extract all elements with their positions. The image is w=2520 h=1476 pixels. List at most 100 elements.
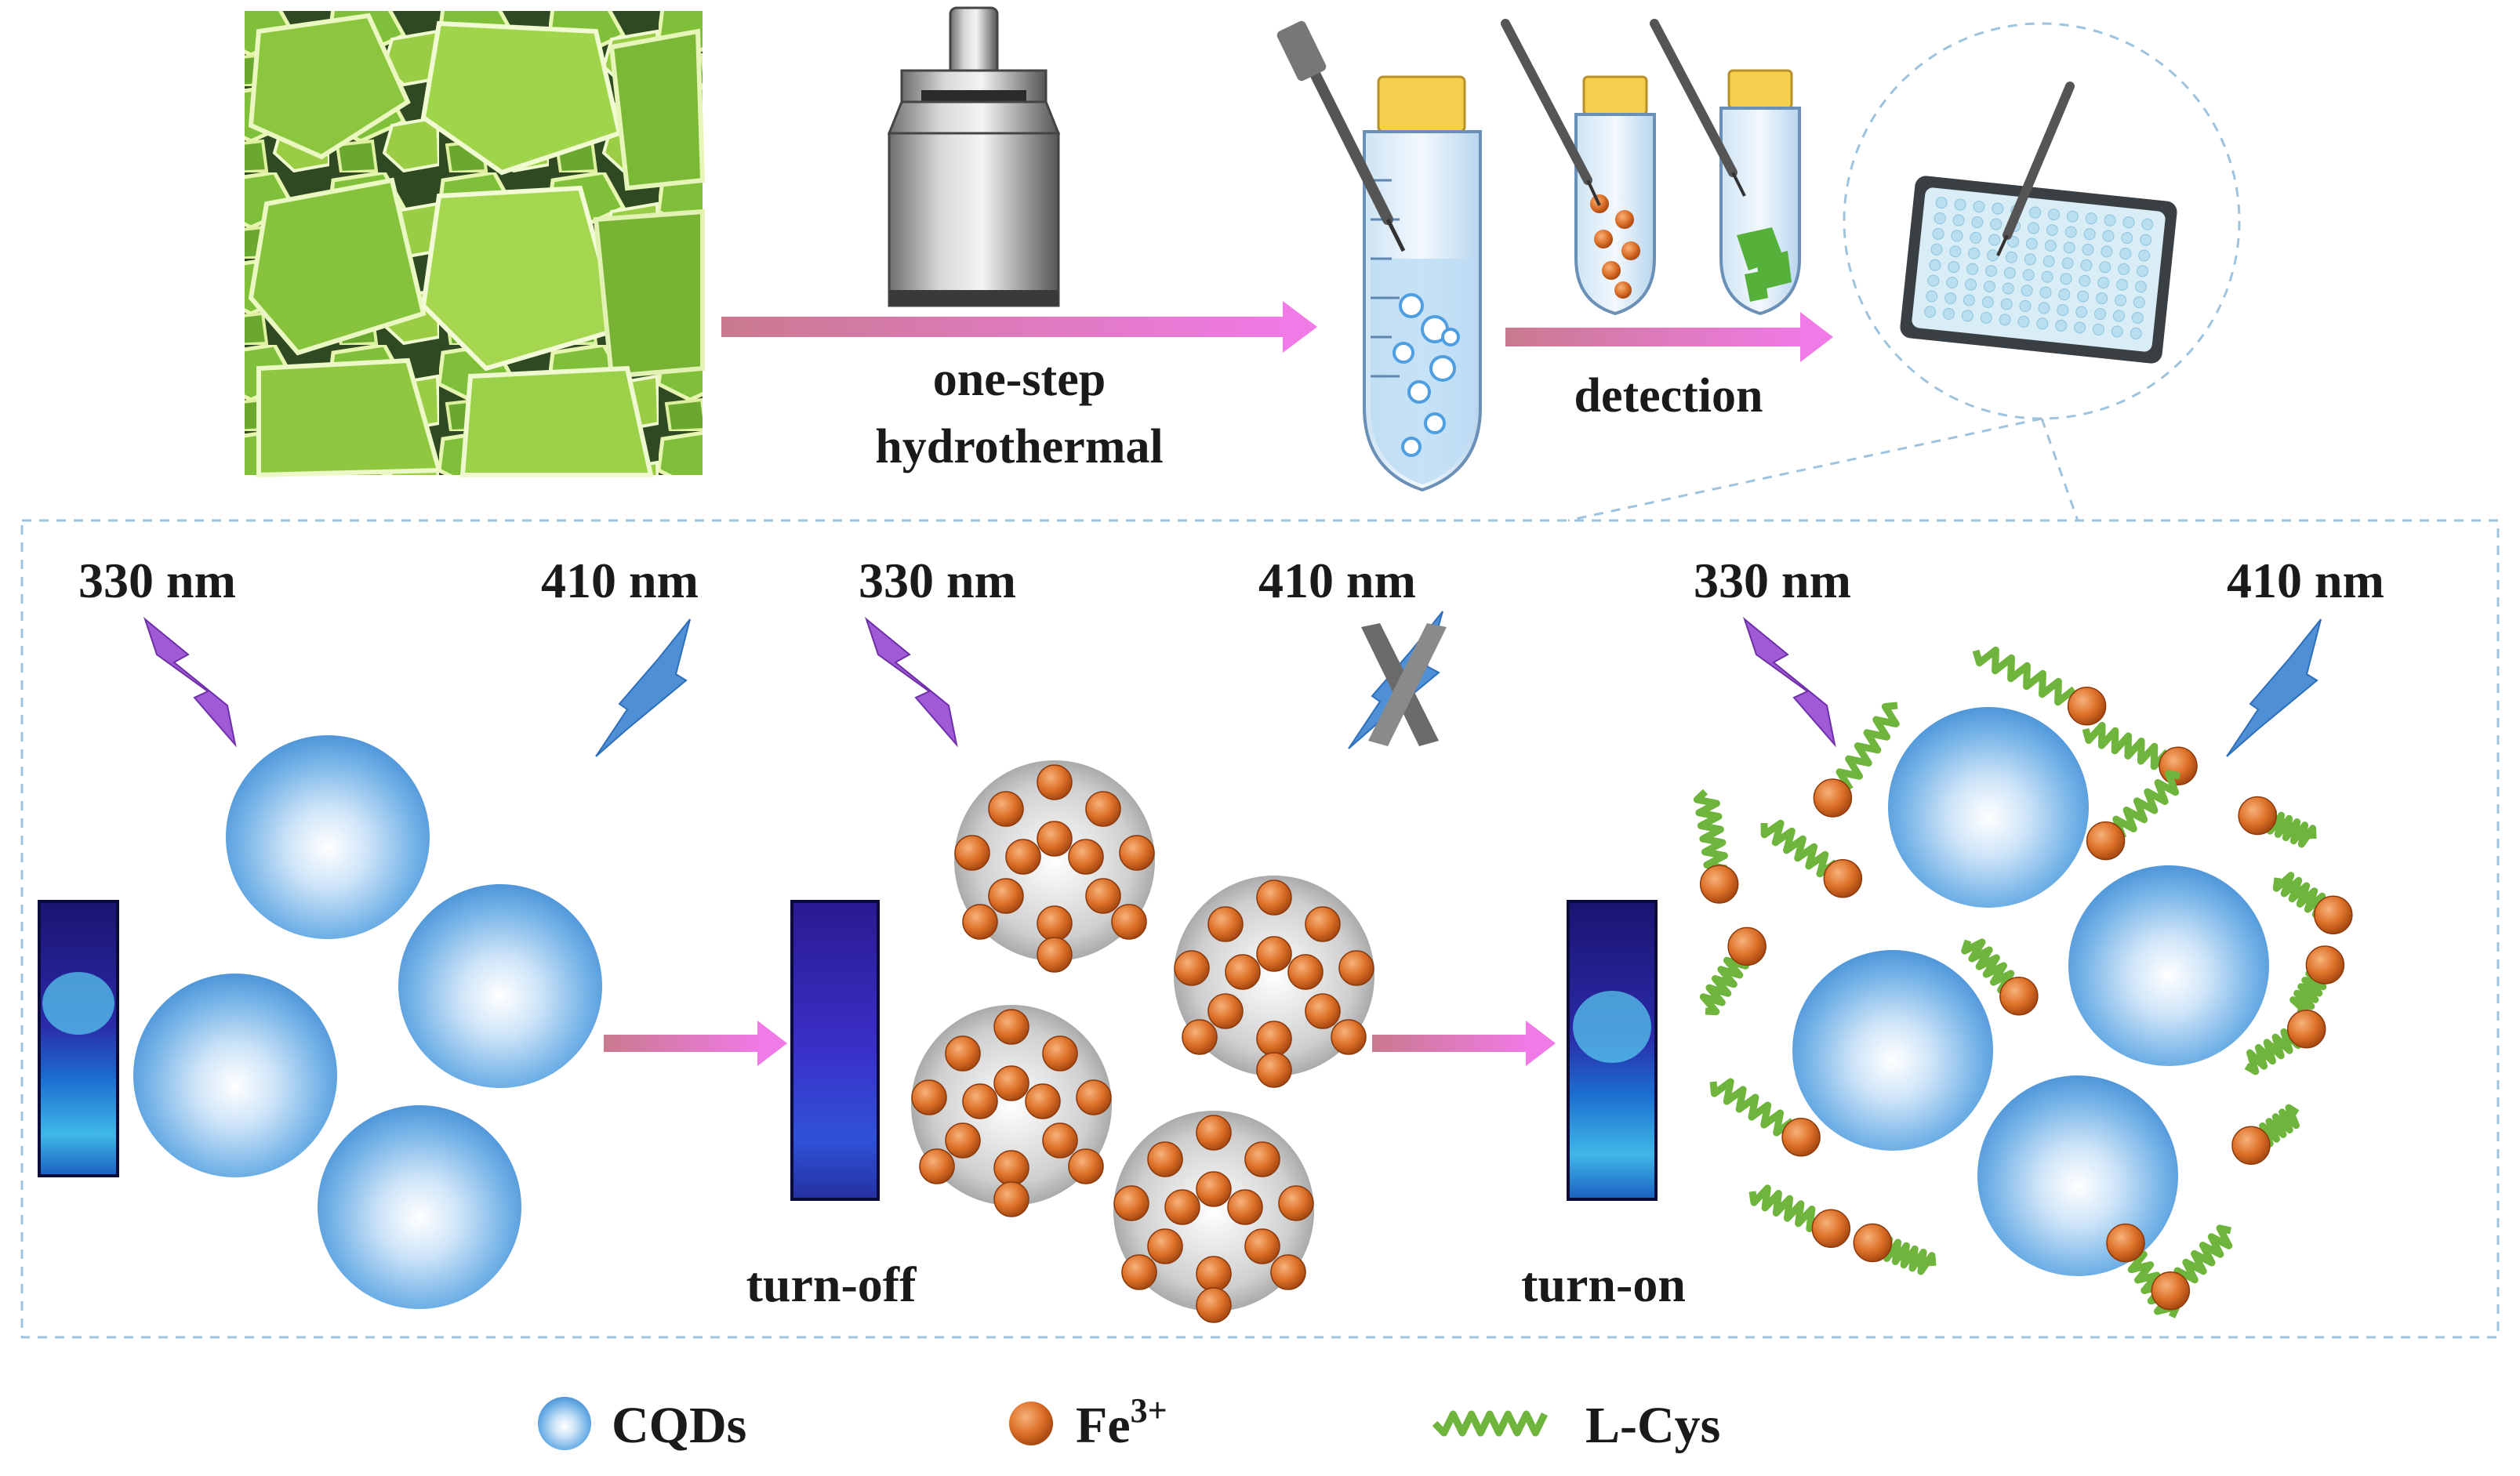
- fe-ion: [962, 904, 998, 940]
- fe-ion: [1037, 905, 1073, 941]
- fe-ion: [1147, 1228, 1183, 1264]
- fe-ion: [1113, 1185, 1149, 1221]
- fe-ion: [1727, 927, 1767, 966]
- legend-lcys-icon: [1432, 1410, 1549, 1437]
- fe-ion: [988, 878, 1024, 914]
- hydrothermal-reactor-icon: [887, 6, 1061, 307]
- turn-off-arrow: [604, 1021, 787, 1066]
- lcys-tube-icon: [1650, 19, 1801, 316]
- fe-ion: [1699, 865, 1739, 904]
- legend: CQDs Fe3+ L-Cys: [538, 1391, 1720, 1454]
- fe-tube-icon: [1501, 19, 1656, 316]
- fe-ion: [962, 1083, 998, 1119]
- well-plate-callout: [1843, 22, 2241, 420]
- lcys-chain: [2112, 770, 2180, 840]
- lcys-chain: [2123, 1250, 2180, 1318]
- fe-ion: [1823, 859, 1863, 898]
- synthesis-label-line2: hydrothermal: [875, 420, 1163, 473]
- turn-on-arrow: [1372, 1021, 1556, 1066]
- cqd-particle: [133, 974, 337, 1177]
- fe-ion: [2286, 1010, 2326, 1049]
- fe-ion: [945, 1035, 981, 1072]
- fe-ion: [993, 1065, 1029, 1101]
- fe-ion: [1164, 1189, 1200, 1225]
- stage1-emission-bolt-icon: [595, 618, 691, 757]
- fe-ion: [2151, 1271, 2191, 1311]
- fe-ion: [1287, 954, 1324, 990]
- cqd-particle: [226, 735, 430, 939]
- fe-ion: [1207, 906, 1244, 942]
- fe-ion: [1338, 950, 1374, 986]
- lcys-chain: [2244, 1025, 2302, 1075]
- lcys-chain: [1875, 1235, 1937, 1275]
- stage2-quenched-emission-icon: [1348, 611, 1447, 749]
- lcys-chain: [1748, 1184, 1826, 1232]
- lcys-chain: [2259, 808, 2317, 848]
- fe-ion: [2238, 796, 2277, 836]
- fe-ion: [1244, 1228, 1280, 1264]
- lcys-chain: [1709, 1078, 1796, 1137]
- fe-ion: [993, 1009, 1029, 1045]
- turn-on-label: turn-on: [1521, 1257, 1686, 1312]
- detection-arrow: [1505, 312, 1833, 362]
- fe-ion: [1037, 937, 1073, 973]
- lime-peel-photo: [245, 11, 706, 478]
- fe-ion: [911, 1079, 947, 1115]
- fe-ion: [954, 835, 990, 871]
- fe-ion: [2314, 895, 2353, 934]
- fe-ion: [1068, 839, 1104, 875]
- pipette-icon: [1276, 20, 1406, 252]
- stage3-excitation-label: 330 nm: [1694, 553, 1851, 608]
- cqd-particle: [398, 884, 602, 1088]
- fe-ion: [1147, 1141, 1183, 1177]
- fe-ion: [1111, 904, 1147, 940]
- mechanism-panel: [20, 519, 2500, 1339]
- fe-ion: [1068, 1148, 1104, 1184]
- synthesis-label-line1: one-step: [933, 353, 1106, 406]
- legend-lcys-label: L-Cys: [1585, 1397, 1720, 1454]
- legend-cqds-label: CQDs: [612, 1397, 746, 1454]
- stage1-emission-label: 410 nm: [541, 553, 699, 608]
- stage1-fluorescent-cuvette: [38, 900, 119, 1177]
- stage3-emission-bolt-icon: [2226, 618, 2322, 757]
- fe-ion: [1227, 1189, 1263, 1225]
- fe-ion: [1207, 993, 1244, 1029]
- fe-ion: [919, 1148, 955, 1184]
- fe-ion: [1042, 1122, 1078, 1159]
- lcys-chain: [1760, 819, 1839, 878]
- cqd-particle: [2068, 865, 2269, 1066]
- stage1-free-cqds: [133, 735, 602, 1309]
- fe-ion: [1813, 778, 1853, 818]
- fe-ion: [2086, 821, 2126, 861]
- fe-ion: [993, 1150, 1029, 1186]
- fe-ion: [1781, 1118, 1821, 1157]
- fe-ion: [1174, 950, 1210, 986]
- lcys-chain: [1699, 948, 1749, 1016]
- fe-ion: [988, 791, 1024, 827]
- stage3-recovered-cqds: [1693, 646, 2353, 1318]
- lcys-chain: [1432, 1410, 1549, 1437]
- lcys-chain: [2272, 872, 2333, 919]
- stage3-recovered-cuvette: [1567, 900, 1658, 1201]
- fe-ion: [1999, 977, 2039, 1016]
- fe-ion: [1256, 1052, 1292, 1088]
- fe-ion: [1270, 1254, 1306, 1290]
- fe-ion: [2305, 945, 2345, 985]
- fe-ion: [1182, 1019, 1218, 1055]
- lcys-chain: [1961, 938, 2020, 994]
- fe-ion: [1225, 954, 1261, 990]
- fe-ion: [1305, 906, 1341, 942]
- fe-ion: [1853, 1223, 1893, 1263]
- fe-ion: [1037, 821, 1073, 857]
- fe-ion: [1119, 835, 1155, 871]
- fe-ion: [2067, 687, 2107, 726]
- fe-ion: [1256, 1021, 1292, 1057]
- cqd-particle: [1977, 1075, 2178, 1276]
- stage2-fe-quenched-cqds: [911, 760, 1374, 1323]
- fe-ion: [993, 1181, 1029, 1217]
- fe-ion: [1042, 1035, 1078, 1072]
- fe-ion: [1196, 1287, 1232, 1323]
- lcys-chain: [1693, 789, 1728, 872]
- lcys-chain: [2082, 722, 2170, 771]
- fe-ion: [1331, 1019, 1367, 1055]
